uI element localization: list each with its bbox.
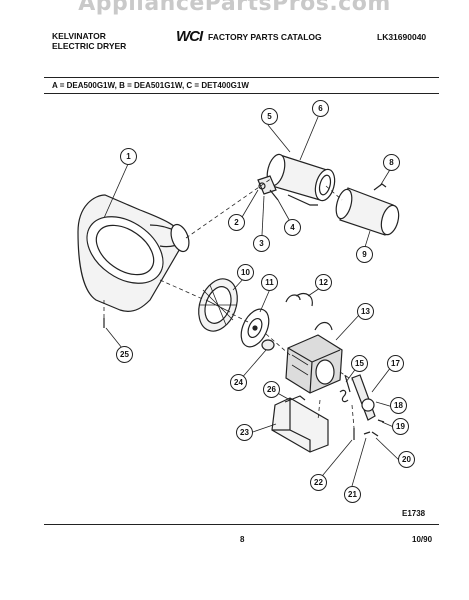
callout-15: 15 <box>351 355 368 372</box>
callout-23: 23 <box>236 424 253 441</box>
callout-26: 26 <box>263 381 280 398</box>
revision-date: 10/90 <box>412 535 433 544</box>
brand-name: KELVINATOR <box>52 31 106 41</box>
callout-13: 13 <box>357 303 374 320</box>
wci-logo: WCI <box>176 28 203 45</box>
page-number: 8 <box>240 535 245 544</box>
callout-9: 9 <box>356 246 373 263</box>
motor-clip-lower <box>314 321 333 331</box>
screw-21 <box>363 431 371 435</box>
idler-spring <box>339 389 349 403</box>
callout-20: 20 <box>398 451 415 468</box>
callout-25: 25 <box>116 346 133 363</box>
screw-20 <box>371 431 379 437</box>
idler-arm <box>344 374 376 421</box>
callout-22: 22 <box>310 474 327 491</box>
callout-6: 6 <box>312 100 329 117</box>
callout-18: 18 <box>390 397 407 414</box>
catalog-number: LK31690040 <box>377 32 427 42</box>
bearing <box>261 339 275 351</box>
callout-24: 24 <box>230 374 247 391</box>
callout-11: 11 <box>261 274 278 291</box>
assembly-lines <box>103 177 355 429</box>
callout-21: 21 <box>344 486 361 503</box>
motor-clips <box>285 293 313 307</box>
callout-8: 8 <box>383 154 400 171</box>
motor-mount <box>271 395 329 453</box>
diagram-code: E1738 <box>402 509 426 518</box>
callout-2: 2 <box>228 214 245 231</box>
callout-10: 10 <box>237 264 254 281</box>
heater-tube <box>266 153 336 206</box>
callout-4: 4 <box>284 219 301 236</box>
callout-3: 3 <box>253 235 270 252</box>
duct <box>335 183 400 236</box>
catalog-title: FACTORY PARTS CATALOG <box>208 32 322 42</box>
callout-5: 5 <box>261 108 278 125</box>
motor <box>285 334 343 394</box>
callout-19: 19 <box>392 418 409 435</box>
header-rule <box>44 77 439 78</box>
screw-19 <box>377 419 385 423</box>
small-bracket <box>257 175 279 201</box>
callout-17: 17 <box>387 355 404 372</box>
callout-1: 1 <box>120 148 137 165</box>
pulley <box>240 308 270 348</box>
model-legend: A = DEA500G1W, B = DEA501G1W, C = DET400… <box>52 81 249 90</box>
callout-12: 12 <box>315 274 332 291</box>
product-name: ELECTRIC DRYER <box>52 41 127 51</box>
watermark: AppliancePartsPros.com <box>78 0 391 16</box>
footer-rule <box>44 524 439 525</box>
blower-housing <box>77 194 190 312</box>
legend-rule <box>44 93 439 94</box>
blower-wheel <box>198 278 238 332</box>
